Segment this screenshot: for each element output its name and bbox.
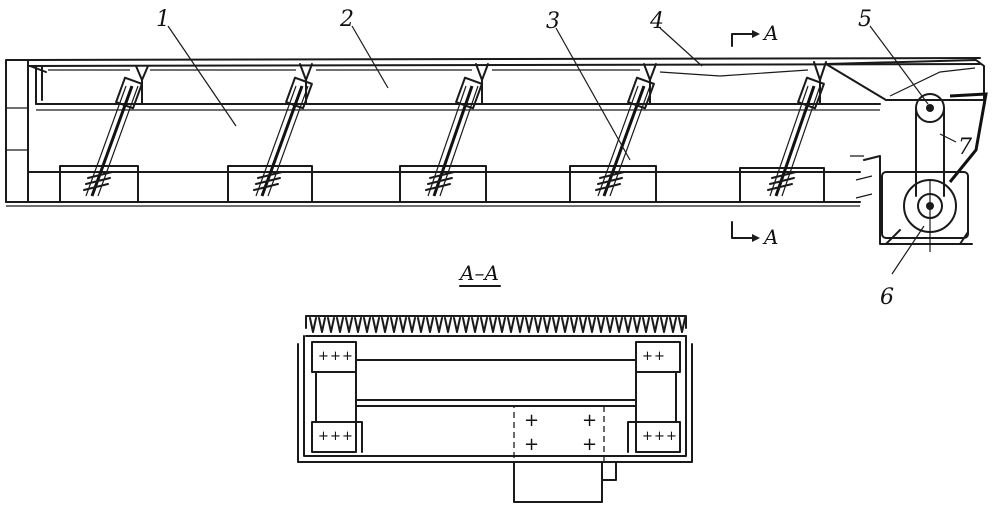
svg-text:+: + <box>524 410 539 431</box>
svg-text:+: + <box>318 349 329 364</box>
connecting-rod <box>915 107 945 197</box>
elevation-view <box>5 25 988 275</box>
drive-belt <box>948 92 988 183</box>
callout-leaders <box>167 25 957 275</box>
callout-6: 6 <box>880 285 894 310</box>
bolt-marks: + + + + + + + + + + + + + + + <box>318 349 677 455</box>
callout-4: 4 <box>649 9 664 34</box>
right-lower-block <box>635 421 681 453</box>
svg-text:+: + <box>582 434 597 455</box>
leaf-springs <box>83 76 825 197</box>
callout-1: 1 <box>156 7 170 32</box>
left-end-plate <box>5 59 29 203</box>
svg-text:+: + <box>318 429 329 444</box>
callout-2: 2 <box>339 7 354 32</box>
svg-text:+: + <box>654 429 665 444</box>
callout-5: 5 <box>858 7 872 32</box>
callout-labels: 1 2 3 4 5 6 7 <box>156 7 972 310</box>
trough-section-joints <box>29 61 827 105</box>
svg-text:+: + <box>330 349 341 364</box>
section-marker-top: A <box>762 21 778 45</box>
svg-text:+: + <box>642 429 653 444</box>
callout-7: 7 <box>958 135 972 160</box>
section-view-aa: + + + + + + + + + + + + + + + <box>297 285 693 503</box>
svg-text:+: + <box>330 429 341 444</box>
grating-tooth-row <box>309 317 686 333</box>
svg-text:+: + <box>524 434 539 455</box>
svg-text:+: + <box>582 410 597 431</box>
section-view-title: A–A <box>458 261 499 285</box>
drive-unit <box>825 59 988 252</box>
grating-teeth <box>309 317 686 333</box>
bottom-drive-box <box>513 461 603 503</box>
drive-end-trough <box>825 59 985 101</box>
left-lower-block <box>311 421 357 453</box>
motor <box>881 171 969 239</box>
grating-deck <box>305 315 687 329</box>
svg-text:+: + <box>642 349 653 364</box>
svg-text:+: + <box>654 349 665 364</box>
trough-top-edge <box>27 57 981 61</box>
motor-bracket <box>863 155 973 245</box>
callout-3: 3 <box>546 9 560 34</box>
svg-text:+: + <box>666 429 677 444</box>
svg-text:+: + <box>342 429 353 444</box>
section-marker-bottom: A <box>762 225 778 249</box>
svg-text:+: + <box>342 349 353 364</box>
section-outer-frame <box>297 343 693 463</box>
section-markers <box>731 30 760 242</box>
